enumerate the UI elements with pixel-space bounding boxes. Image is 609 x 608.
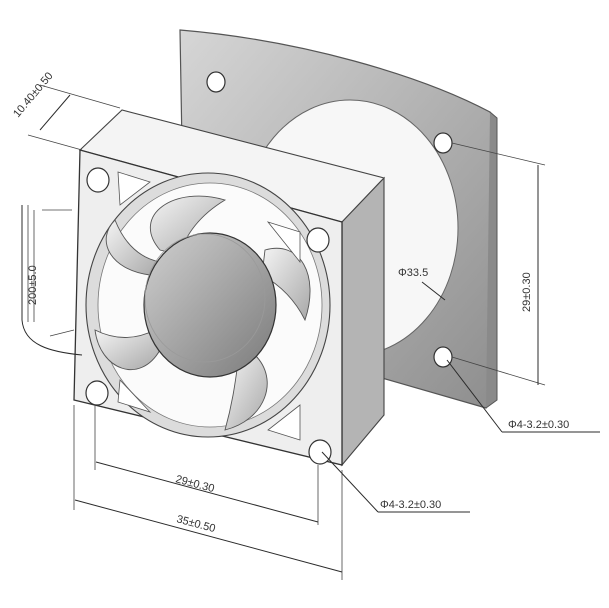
dim-overall-width-label: 35±0.50 <box>175 513 216 535</box>
fan-blades <box>94 195 311 431</box>
front-hole-bottom-left <box>85 380 109 406</box>
dim-opening-diameter: Φ33.5 <box>398 267 446 301</box>
dim-opening-diameter-label: Φ33.5 <box>398 267 428 279</box>
dim-cable-length: 200±5.0 <box>21 205 83 356</box>
fan-hub <box>143 232 277 378</box>
dim-hole-pitch-side: 29±0.30 <box>451 142 546 386</box>
fan-cable <box>27 205 75 337</box>
rear-hole-top-left <box>206 71 226 93</box>
dim-depth-label: 10.40±0.50 <box>11 70 56 120</box>
dim-front-holes-label: Φ4-3.2±0.30 <box>380 499 441 511</box>
dim-hole-pitch-side-label: 29±0.30 <box>521 272 533 312</box>
fan-frame <box>73 109 386 467</box>
front-hole-top-left <box>86 167 110 193</box>
dim-back-holes: Φ4-3.2±0.30 <box>446 359 600 433</box>
dim-cable-length-label: 200±5.0 <box>27 265 39 305</box>
dim-front-holes: Φ4-3.2±0.30 <box>321 451 470 513</box>
dim-hole-pitch-bottom-label: 29±0.30 <box>174 473 215 495</box>
dim-back-holes-label: Φ4-3.2±0.30 <box>508 419 569 431</box>
front-hole-bottom-right <box>308 439 332 465</box>
front-hole-top-right <box>306 227 330 253</box>
rear-hole-bottom-right <box>433 346 453 368</box>
rear-hole-top-right <box>433 132 453 154</box>
